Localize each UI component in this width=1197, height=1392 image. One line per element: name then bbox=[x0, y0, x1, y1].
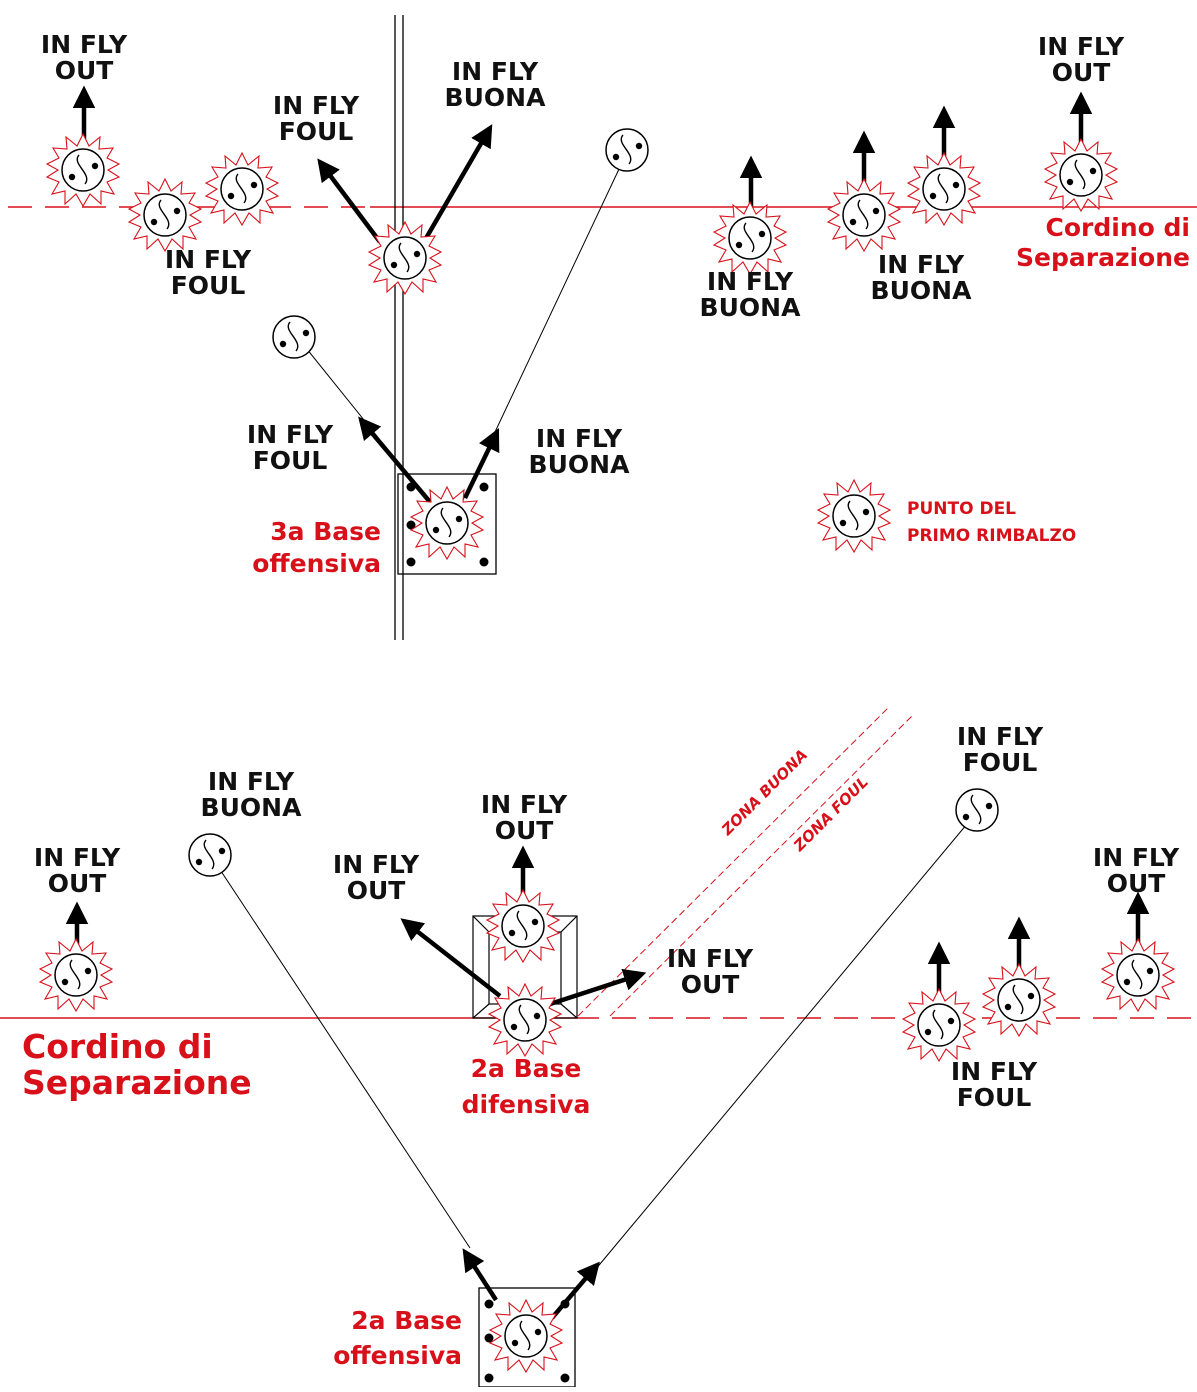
base-3-offensive bbox=[397, 473, 497, 575]
bounce-ball-icon bbox=[908, 153, 980, 225]
bounce-ball-icon bbox=[47, 134, 119, 206]
bounce-ball-icon bbox=[490, 1300, 562, 1372]
bounce-ball-icon bbox=[40, 939, 112, 1011]
bounce-ball-icon bbox=[903, 989, 975, 1061]
bounce-ball-icon bbox=[714, 202, 786, 274]
ball-icon bbox=[605, 128, 649, 172]
ball-icon bbox=[955, 788, 999, 832]
bounce-ball-icon bbox=[1045, 139, 1117, 211]
zone-line bbox=[577, 707, 889, 1017]
base-dots bbox=[406, 482, 489, 567]
ball-icon bbox=[188, 833, 232, 877]
legend-bounce-icon bbox=[818, 480, 890, 552]
bounce-ball-icon bbox=[411, 487, 483, 559]
bounce-ball-icon bbox=[1102, 939, 1174, 1011]
label-zone-buona: ZONA BUONA bbox=[717, 746, 811, 840]
trajectory-line bbox=[594, 811, 978, 1271]
bounce-ball-icon bbox=[129, 179, 201, 251]
ball-icon bbox=[272, 315, 316, 359]
bounce-ball-icon bbox=[828, 179, 900, 251]
bounce-ball-icon bbox=[487, 890, 559, 962]
bounce-ball-icon bbox=[206, 153, 278, 225]
zone-line bbox=[609, 715, 913, 1017]
label-zone-foul: ZONA FOUL bbox=[789, 773, 872, 856]
bounce-ball-icon bbox=[983, 964, 1055, 1036]
arrows-bottom bbox=[65, 845, 1150, 1320]
trajectory-line bbox=[210, 855, 471, 1249]
